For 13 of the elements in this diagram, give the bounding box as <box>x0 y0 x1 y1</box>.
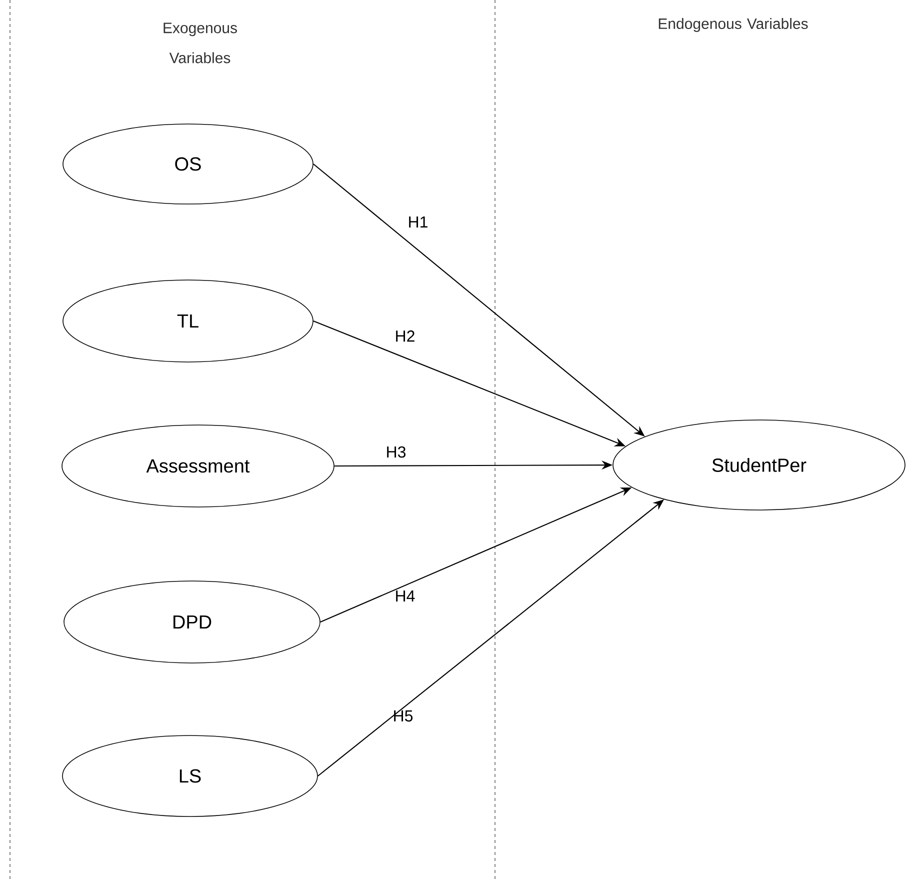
edge-label: H2 <box>396 330 414 342</box>
edge-label: H3 <box>387 446 406 458</box>
edge-label: H1 <box>409 216 428 228</box>
heading-label: Exogenous Variables <box>164 22 237 64</box>
ellipse-node: StudentPer <box>612 420 906 510</box>
ellipse-node: TL <box>62 280 314 362</box>
ellipse-node: Assessment <box>62 424 334 508</box>
edge-label: H4 <box>396 590 415 602</box>
ellipse-node: DPD <box>64 580 320 664</box>
edge-label: H5 <box>394 710 413 722</box>
heading-label: Endogenous Variables <box>658 18 808 32</box>
ellipse-node: OS <box>62 124 314 204</box>
ellipse-node: LS <box>62 735 318 817</box>
